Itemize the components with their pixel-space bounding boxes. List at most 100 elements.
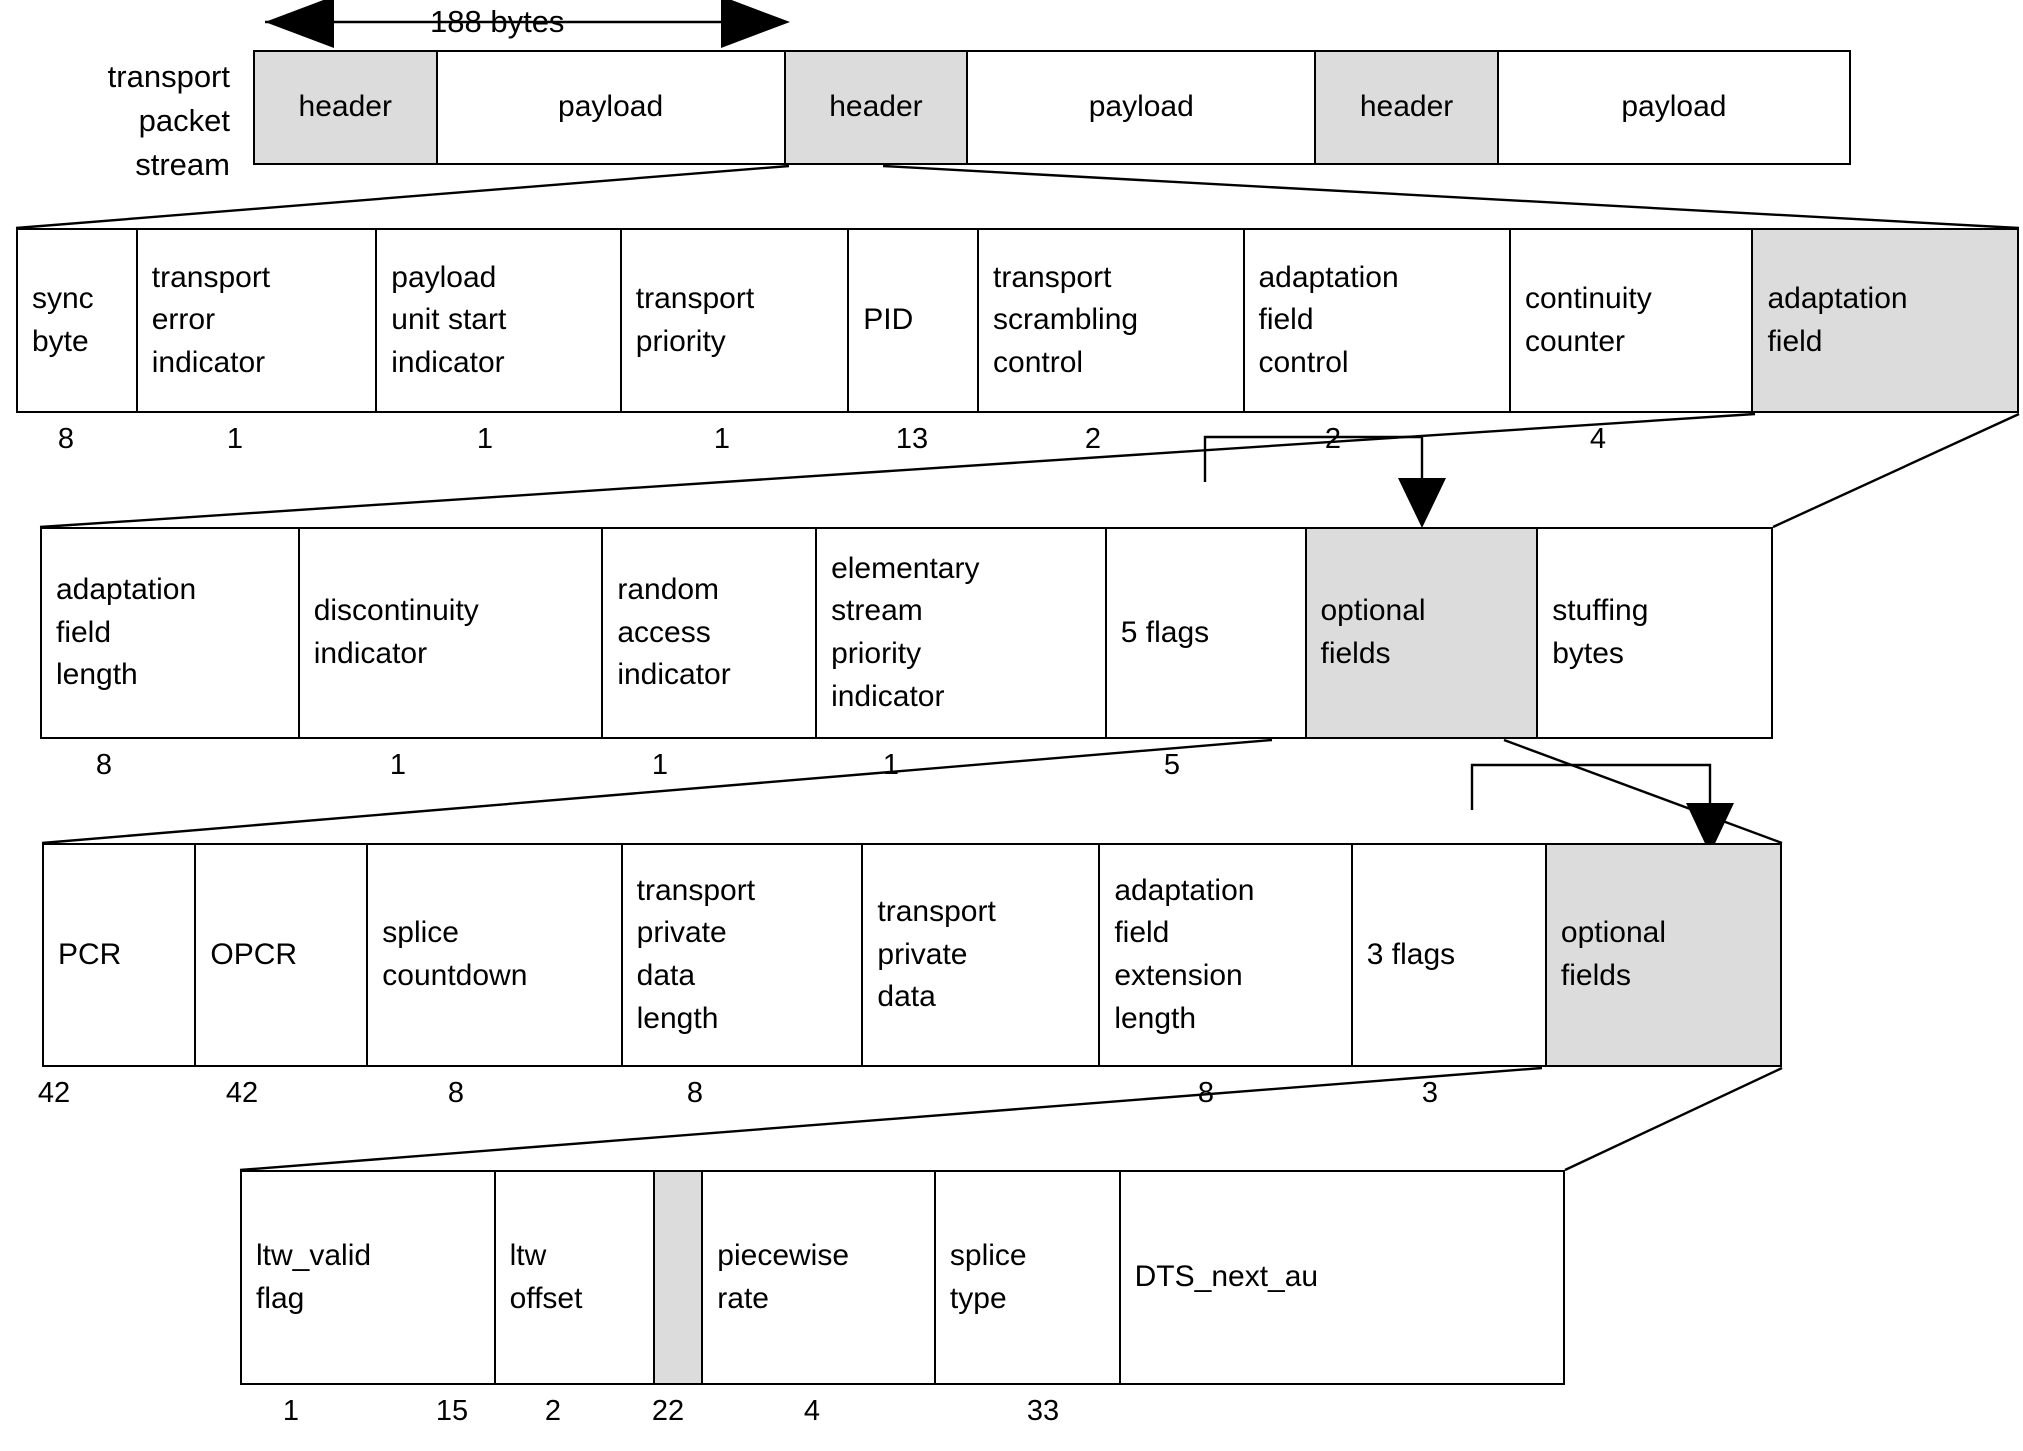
- field-cell: transport private data: [863, 845, 1101, 1065]
- dimension-label-188-bytes: 188 bytes: [430, 4, 565, 39]
- field-label-line: 3 flags: [1366, 937, 1456, 971]
- field-label-line: data: [636, 959, 696, 992]
- arrow-head-right: [721, 0, 790, 48]
- bit-count-label: 22: [651, 1395, 685, 1427]
- bit-count-label: 8: [686, 1077, 704, 1109]
- field-label-line: payload: [1088, 90, 1194, 124]
- stream-side-label-line-2: packet: [138, 103, 230, 139]
- field-label-line: PCR: [58, 937, 122, 971]
- field-label-line: unit start: [391, 303, 507, 337]
- field-label-line: OPCR: [210, 937, 298, 971]
- field-label-line: sync: [32, 281, 94, 315]
- field-label-line: splice: [382, 916, 459, 950]
- field-cell: payload: [968, 52, 1317, 163]
- field-label-line: payload: [391, 260, 497, 294]
- field-label-line: access: [617, 615, 711, 649]
- field-label-line: data: [877, 980, 936, 1014]
- field-label-line: indicator: [151, 345, 266, 379]
- bit-count-label: 33: [1026, 1395, 1060, 1427]
- field-label-line: header: [298, 90, 392, 124]
- field-label-line: continuity: [1524, 281, 1652, 315]
- field-cell: splice countdown: [368, 845, 623, 1065]
- field-cell: DTS_next_au: [1120, 1172, 1563, 1383]
- field-label-line: adaptation: [56, 573, 197, 607]
- field-label-line: private: [877, 937, 968, 971]
- field-label-line: 5 flags: [1120, 615, 1210, 649]
- bit-count-label: 42: [37, 1077, 71, 1109]
- field-label-line: flag: [256, 1281, 305, 1315]
- field-label-line: adaptation: [1767, 281, 1908, 315]
- bit-count-label: 8: [447, 1077, 465, 1109]
- bit-count-label: 2: [1324, 423, 1342, 455]
- field-cell: header: [785, 52, 969, 163]
- field-cell: 3 flags: [1352, 845, 1547, 1065]
- row-transport-packet-stream: header payload header payload header payload: [253, 50, 1851, 165]
- field-label-line: ltw_valid: [256, 1238, 372, 1272]
- field-cell: OPCR: [196, 845, 369, 1065]
- field-label-line: payload: [558, 90, 664, 124]
- field-label-line: error: [151, 303, 216, 337]
- field-label-line: extension: [1114, 959, 1243, 992]
- field-label-line: header: [1359, 90, 1454, 124]
- field-label-line: field: [1258, 303, 1314, 337]
- field-label-line: transport: [877, 895, 996, 929]
- row-adaptation-optional-fields: PCR OPCR splice countdown transport private da…: [42, 843, 1782, 1067]
- field-cell: 5 flags: [1106, 529, 1307, 737]
- bit-count-label: 1: [226, 423, 244, 455]
- bit-count-label: 15: [435, 1395, 469, 1427]
- field-label-line: random: [617, 573, 720, 607]
- field-label-line: countdown: [382, 959, 528, 992]
- field-cell: header: [1316, 52, 1499, 163]
- field-label-line: field: [1114, 916, 1170, 950]
- field-cell: PCR: [44, 845, 197, 1065]
- field-label-line: bytes: [1552, 637, 1624, 670]
- bit-count-label: 5: [1163, 749, 1181, 781]
- field-cell: splice type: [935, 1172, 1121, 1383]
- bit-count-label: 8: [95, 749, 113, 781]
- field-label-line: discontinuity: [313, 594, 479, 628]
- bit-count-label: 13: [895, 423, 929, 455]
- field-label-line: adaptation: [1258, 260, 1399, 294]
- field-label-line: indicator: [831, 679, 945, 713]
- field-label-line: elementary: [831, 551, 980, 585]
- field-cell: payload: [1498, 52, 1849, 163]
- field-label-line: control: [993, 345, 1084, 379]
- field-label-line: PID: [863, 303, 914, 337]
- field-cell: sync byte: [18, 230, 138, 411]
- field-label-line: payload: [1621, 90, 1727, 124]
- field-label-line: type: [949, 1281, 1007, 1315]
- stream-side-label-line-1: transport: [107, 59, 230, 94]
- field-label-line: fields: [1320, 637, 1391, 670]
- field-cell: payload: [437, 52, 786, 163]
- field-label-line: byte: [32, 324, 89, 358]
- field-label-line: offset: [509, 1281, 583, 1315]
- field-label-line: rate: [717, 1281, 769, 1315]
- field-label-line: priority: [635, 324, 726, 358]
- field-label-line: stream: [831, 594, 923, 628]
- bit-count-label: 8: [1197, 1077, 1215, 1109]
- bit-count-label: 4: [803, 1395, 821, 1427]
- field-label-line: header: [829, 90, 923, 124]
- field-label-line: length: [1114, 1001, 1197, 1035]
- bit-count-label: 1: [882, 749, 900, 781]
- field-label-line: splice: [949, 1238, 1027, 1272]
- bit-count-label: 2: [544, 1395, 562, 1427]
- stream-side-label-line-3: stream: [135, 147, 230, 183]
- field-label-line: field: [56, 615, 112, 649]
- pointer-path-flags: [1470, 763, 1712, 814]
- expand-line-optional-right: [1503, 738, 1783, 845]
- field-label-line: scrambling: [993, 303, 1139, 337]
- bit-count-label: 1: [651, 749, 669, 781]
